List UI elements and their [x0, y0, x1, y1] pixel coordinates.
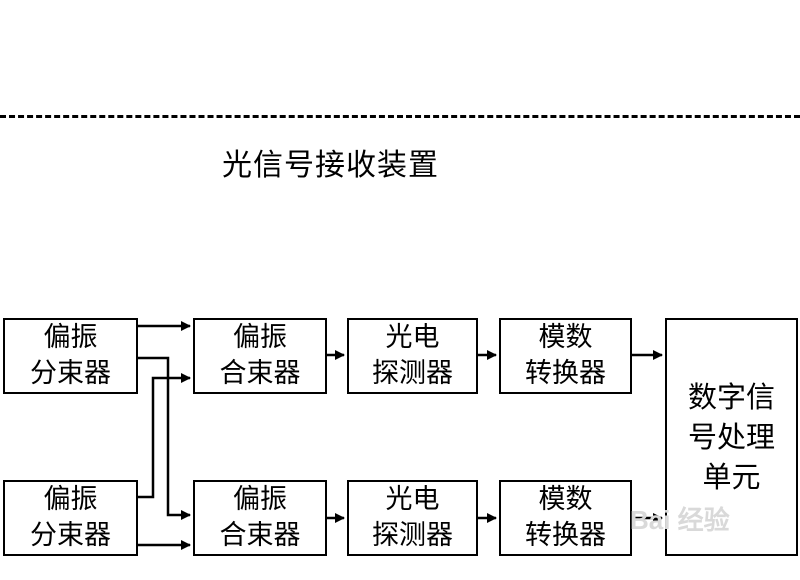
- wire-pbs-bottom-to-pbc-top: [138, 373, 191, 499]
- block-label-line: 偏振: [43, 322, 98, 353]
- photodetector-top: 光电 探测器: [347, 318, 478, 394]
- block-label-line: 转换器: [525, 520, 606, 551]
- polarization-beam-combiner-top: 偏振 合束器: [193, 318, 327, 394]
- adc-bottom: 模数 转换器: [499, 480, 632, 556]
- block-label-line: 转换器: [525, 358, 606, 389]
- photodetector-bottom: 光电 探测器: [347, 480, 478, 556]
- wire-pbs-top-to-pbc-bottom: [138, 356, 191, 520]
- polarization-beam-splitter-bottom: 偏振 分束器: [3, 480, 138, 556]
- block-label-line: 光电: [385, 484, 440, 515]
- block-label-line: 探测器: [372, 520, 453, 551]
- dashed-divider: [0, 115, 800, 118]
- block-label-line: 偏振: [43, 484, 98, 515]
- block-label-line: 单元: [702, 460, 761, 494]
- watermark-logo: Bai 经验: [630, 505, 730, 535]
- polarization-beam-combiner-bottom: 偏振 合束器: [193, 480, 327, 556]
- block-label-line: 分束器: [30, 358, 111, 389]
- block-label-line: 数字信: [687, 380, 775, 414]
- digital-signal-processing-unit: 数字信 号处理 单元: [665, 318, 798, 556]
- block-label-line: 模数: [538, 484, 593, 515]
- block-label-line: 分束器: [30, 520, 111, 551]
- block-label-line: 偏振: [233, 484, 287, 515]
- block-label-line: 模数: [538, 322, 593, 353]
- diagram-title: 光信号接收装置: [222, 148, 439, 183]
- adc-top: 模数 转换器: [499, 318, 632, 394]
- polarization-beam-splitter-top: 偏振 分束器: [3, 318, 138, 394]
- block-label-line: 号处理: [687, 420, 775, 454]
- block-label-line: 合束器: [219, 520, 301, 551]
- block-label-line: 合束器: [219, 358, 301, 389]
- block-label-line: 偏振: [233, 322, 287, 353]
- block-label-line: 光电: [385, 322, 440, 353]
- block-label-line: 探测器: [372, 358, 453, 389]
